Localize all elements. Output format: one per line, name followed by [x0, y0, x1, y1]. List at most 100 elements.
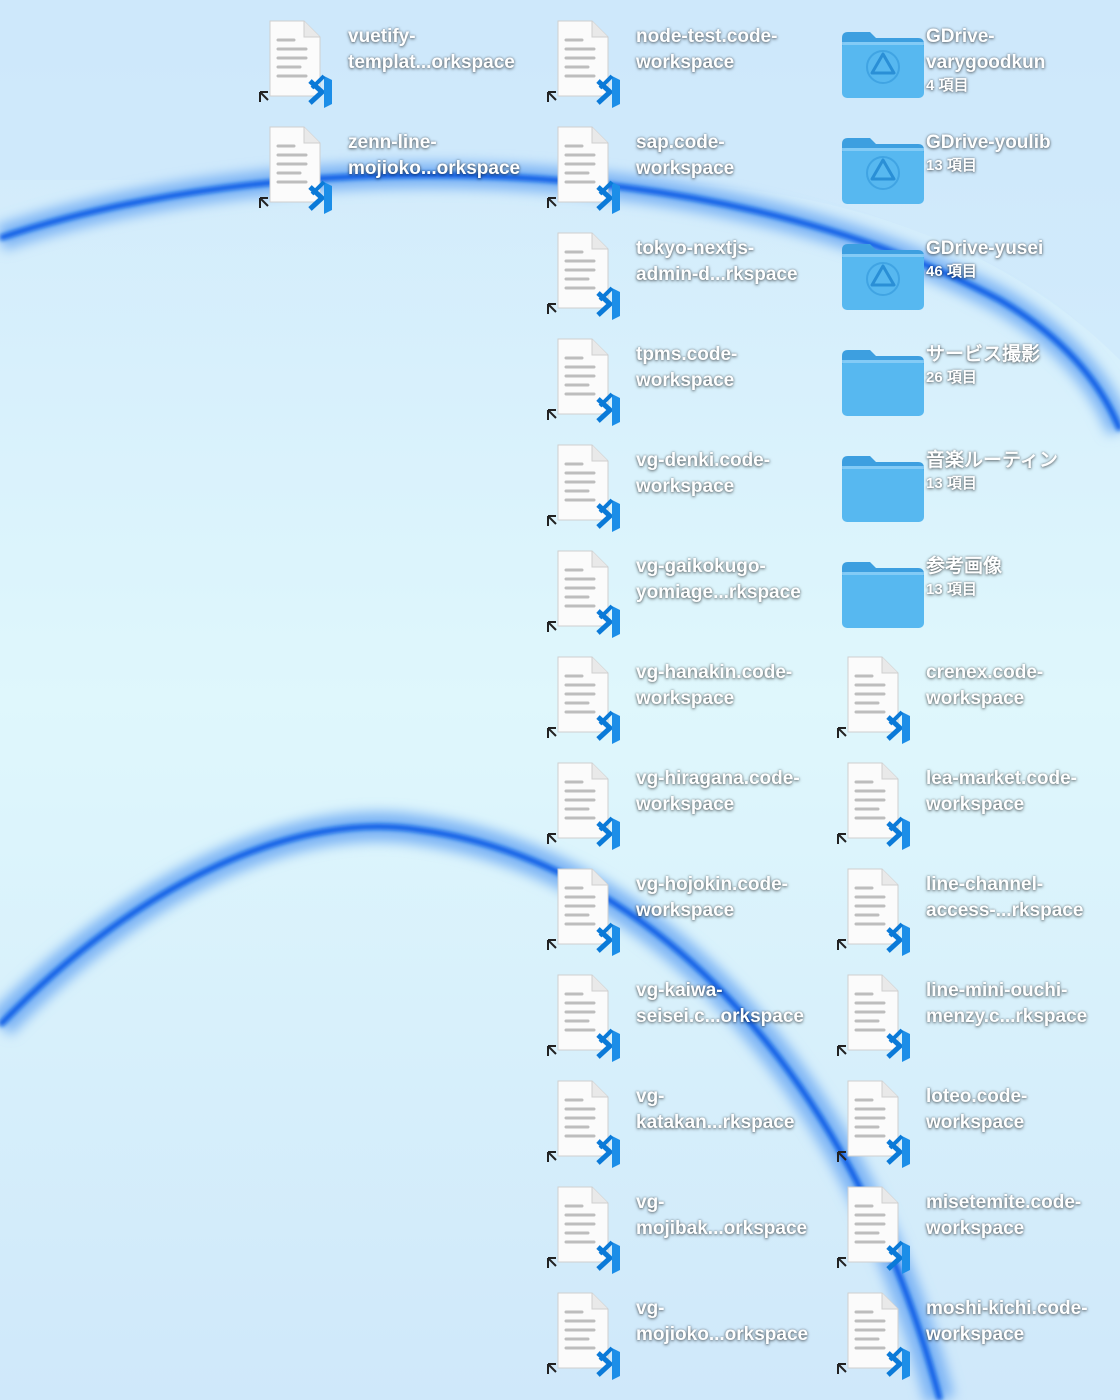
workspace-file-item[interactable]: moshi-kichi.code-workspace [830, 1282, 1100, 1382]
item-name-line: templat...orkspace [348, 52, 515, 73]
item-name-line: admin-d...rkspace [636, 264, 798, 285]
item-label: misetemite.code-workspace [926, 1190, 1106, 1242]
item-label: vg-mojioko...orkspace [636, 1296, 816, 1348]
item-name-line: GDrive-youlib [926, 132, 1051, 153]
vscode-workspace-alias-icon[interactable] [547, 336, 638, 426]
vscode-workspace-alias-icon[interactable] [547, 760, 638, 850]
item-label: lea-market.code-workspace [926, 766, 1106, 818]
vscode-workspace-alias-icon[interactable] [547, 1184, 638, 1274]
workspace-file-item[interactable]: vuetify-templat...orkspace [252, 10, 522, 110]
item-count: 13 項目 [926, 475, 977, 492]
vscode-workspace-alias-icon[interactable] [259, 124, 350, 214]
item-name-line: tpms.code- [636, 344, 738, 365]
workspace-file-item[interactable]: vg-gaikokugo-yomiage...rkspace [540, 540, 810, 640]
workspace-file-item[interactable]: sap.code-workspace [540, 116, 810, 216]
item-label: tpms.code-workspace [636, 342, 816, 394]
workspace-file-item[interactable]: line-mini-ouchi-menzy.c...rkspace [830, 964, 1100, 1064]
item-name-line: mojioko...orkspace [348, 158, 521, 179]
vscode-workspace-alias-icon[interactable] [259, 18, 350, 108]
folder-icon[interactable] [838, 548, 928, 638]
vscode-workspace-alias-icon[interactable] [547, 442, 638, 532]
item-name-line: crenex.code- [926, 662, 1044, 683]
workspace-file-item[interactable]: node-test.code-workspace [540, 10, 810, 110]
item-name-line: workspace [636, 900, 735, 921]
vscode-workspace-alias-icon[interactable] [837, 1078, 928, 1168]
item-name-line: workspace [636, 158, 735, 179]
workspace-file-item[interactable]: zenn-line-mojioko...orkspace [252, 116, 522, 216]
google-drive-folder-icon[interactable] [838, 18, 928, 108]
workspace-file-item[interactable]: vg-hiragana.code-workspace [540, 752, 810, 852]
vscode-workspace-alias-icon[interactable] [837, 1290, 928, 1380]
vscode-workspace-alias-icon[interactable] [837, 760, 928, 850]
item-name-line: vg-hanakin.code- [636, 662, 793, 683]
item-name-line: lea-market.code- [926, 768, 1078, 789]
workspace-file-item[interactable]: tokyo-nextjs-admin-d...rkspace [540, 222, 810, 322]
vscode-workspace-alias-icon[interactable] [837, 972, 928, 1062]
item-name-line: vg-hojokin.code- [636, 874, 788, 895]
folder-icon[interactable] [838, 336, 928, 426]
workspace-file-item[interactable]: lea-market.code-workspace [830, 752, 1100, 852]
workspace-file-item[interactable]: vg-denki.code-workspace [540, 434, 810, 534]
workspace-file-item[interactable]: vg-hojokin.code-workspace [540, 858, 810, 958]
item-label: zenn-line-mojioko...orkspace [348, 130, 528, 182]
item-name-line: サービス撮影 [926, 344, 1041, 365]
folder-item[interactable]: 音楽ルーティン 13 項目 [830, 434, 1100, 534]
item-name-line: line-channel- [926, 874, 1044, 895]
workspace-file-item[interactable]: line-channel-access-...rkspace [830, 858, 1100, 958]
vscode-workspace-alias-icon[interactable] [547, 1290, 638, 1380]
vscode-workspace-alias-icon[interactable] [547, 548, 638, 638]
item-name-line: workspace [636, 52, 735, 73]
item-count: 4 項目 [926, 77, 969, 94]
item-name-line: vg- [636, 1086, 665, 1107]
vscode-workspace-alias-icon[interactable] [547, 866, 638, 956]
item-name-line: katakan...rkspace [636, 1112, 795, 1133]
item-name-line: vuetify- [348, 26, 416, 47]
vscode-workspace-alias-icon[interactable] [837, 654, 928, 744]
item-label: tokyo-nextjs-admin-d...rkspace [636, 236, 816, 288]
item-name-line: loteo.code- [926, 1086, 1028, 1107]
vscode-workspace-alias-icon[interactable] [837, 1184, 928, 1274]
item-name-line: workspace [926, 688, 1025, 709]
workspace-file-item[interactable]: vg-katakan...rkspace [540, 1070, 810, 1170]
item-label: moshi-kichi.code-workspace [926, 1296, 1106, 1348]
vscode-workspace-alias-icon[interactable] [547, 654, 638, 744]
google-drive-folder-icon[interactable] [838, 124, 928, 214]
google-drive-folder-icon[interactable] [838, 230, 928, 320]
item-name-line: vg-gaikokugo- [636, 556, 766, 577]
item-name-line: workspace [926, 1112, 1025, 1133]
item-name-line: moshi-kichi.code- [926, 1298, 1088, 1319]
workspace-file-item[interactable]: vg-hanakin.code-workspace [540, 646, 810, 746]
item-label: loteo.code-workspace [926, 1084, 1106, 1136]
item-name-line: workspace [926, 794, 1025, 815]
item-name-line: 音楽ルーティン [926, 450, 1058, 471]
workspace-file-item[interactable]: tpms.code-workspace [540, 328, 810, 428]
item-name-line: line-mini-ouchi- [926, 980, 1068, 1001]
vscode-workspace-alias-icon[interactable] [547, 972, 638, 1062]
workspace-file-item[interactable]: vg-kaiwa-seisei.c...orkspace [540, 964, 810, 1064]
vscode-workspace-alias-icon[interactable] [837, 866, 928, 956]
item-name-line: vg-kaiwa- [636, 980, 723, 1001]
folder-icon[interactable] [838, 442, 928, 532]
item-name-line: tokyo-nextjs- [636, 238, 755, 259]
vscode-workspace-alias-icon[interactable] [547, 230, 638, 320]
item-label: vg-hiragana.code-workspace [636, 766, 816, 818]
workspace-file-item[interactable]: vg-mojibak...orkspace [540, 1176, 810, 1276]
item-label: vg-denki.code-workspace [636, 448, 816, 500]
vscode-workspace-alias-icon[interactable] [547, 124, 638, 214]
workspace-file-item[interactable]: crenex.code-workspace [830, 646, 1100, 746]
item-name-line: workspace [636, 370, 735, 391]
workspace-file-item[interactable]: loteo.code-workspace [830, 1070, 1100, 1170]
vscode-workspace-alias-icon[interactable] [547, 1078, 638, 1168]
item-name-line: workspace [636, 688, 735, 709]
item-name-line: seisei.c...orkspace [636, 1006, 804, 1027]
workspace-file-item[interactable]: vg-mojioko...orkspace [540, 1282, 810, 1382]
vscode-workspace-alias-icon[interactable] [547, 18, 638, 108]
workspace-file-item[interactable]: misetemite.code-workspace [830, 1176, 1100, 1276]
